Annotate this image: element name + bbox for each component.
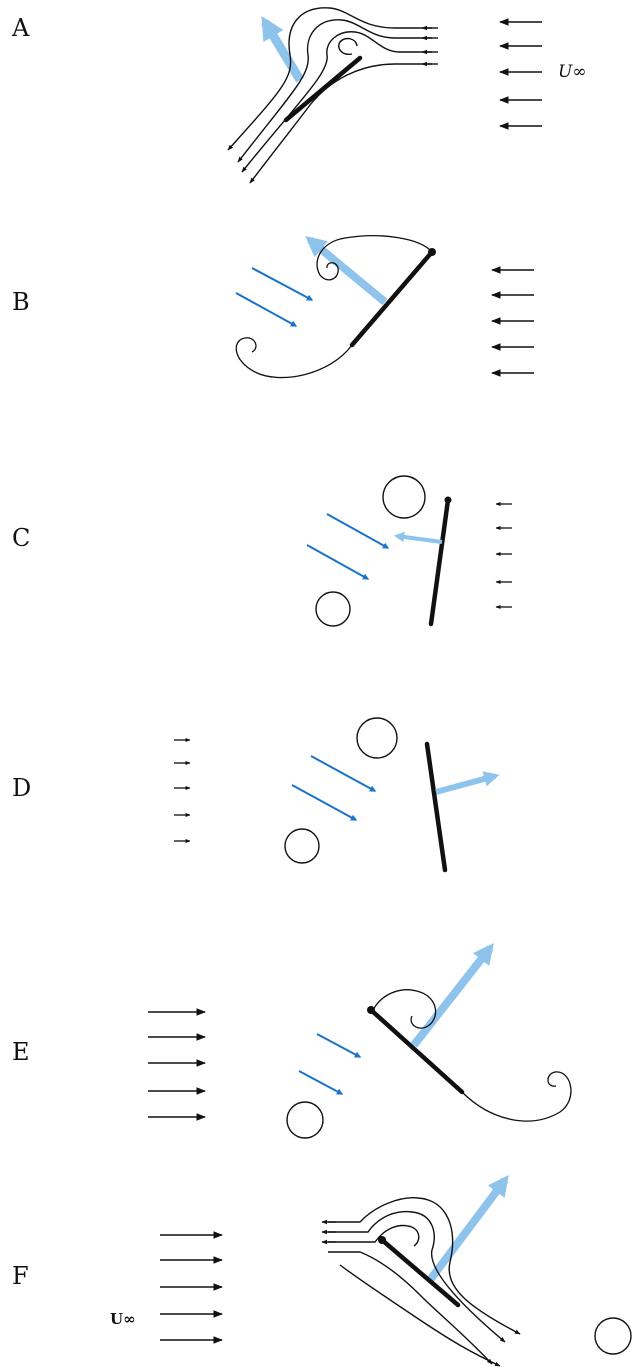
panel-c — [306, 475, 512, 627]
panel-label-d: D — [12, 774, 32, 802]
freestream-label-f: U∞ — [110, 1310, 136, 1328]
vortex-e — [286, 1101, 324, 1139]
vortex-arrows-c — [306, 513, 390, 580]
wing-plate-f — [379, 1237, 461, 1308]
panel-a — [227, 7, 542, 184]
force-arrow-d — [435, 771, 500, 795]
force-arrow-f — [426, 1175, 509, 1283]
streamline-a4 — [249, 63, 432, 184]
streamline-f1 — [328, 1197, 521, 1335]
panel-label-f: F — [12, 1262, 29, 1290]
wing-plate-a — [283, 55, 363, 123]
panel-d — [174, 717, 500, 873]
force-arrow-c — [393, 531, 443, 544]
vortex-f — [594, 1317, 632, 1355]
shear-layer-b-top — [316, 235, 433, 281]
freestream-arrows-c — [495, 501, 512, 610]
force-arrow-b — [305, 236, 388, 306]
panel-b — [235, 235, 534, 379]
vortex-arrows-b — [235, 267, 314, 327]
vortex-c-bottom — [315, 591, 351, 627]
streamline-f5 — [339, 1264, 501, 1367]
wing-plate-e — [368, 1007, 465, 1095]
force-arrow-a — [261, 15, 304, 83]
streamline-f2 — [328, 1210, 506, 1343]
streamline-f3 — [328, 1224, 420, 1247]
panel-label-c: C — [12, 524, 31, 552]
vortex-arrows-d — [291, 755, 377, 821]
streamline-f4 — [328, 1251, 493, 1365]
panel-label-a: A — [12, 14, 30, 42]
wing-plate-d — [424, 741, 448, 873]
wing-plate-c — [428, 497, 451, 627]
vortex-c-top — [382, 475, 426, 519]
freestream-arrows-b — [491, 266, 534, 377]
panel-label-b: B — [12, 288, 30, 316]
vortex-core-a — [338, 37, 358, 56]
streamline-a2 — [237, 19, 432, 163]
force-arrow-e — [410, 943, 494, 1048]
shear-layer-e-bottom — [461, 1071, 572, 1122]
vortex-d-top — [356, 717, 398, 759]
panel-f — [160, 1175, 632, 1367]
freestream-arrows-a — [499, 18, 542, 130]
vortex-arrows-e — [298, 1033, 362, 1095]
freestream-arrows-d — [174, 737, 191, 844]
panel-e — [148, 943, 572, 1139]
freestream-arrows-f — [160, 1231, 223, 1344]
wing-plate-b — [349, 249, 435, 348]
freestream-arrows-e — [148, 1008, 206, 1121]
streamline-a3 — [241, 31, 432, 173]
streamline-a1 — [227, 7, 432, 151]
freestream-label-a: U∞ — [558, 62, 587, 82]
shear-layer-b-bottom — [235, 337, 353, 379]
panel-label-e: E — [12, 1038, 30, 1066]
vortex-d-bottom — [284, 828, 320, 864]
shear-layer-e-top — [371, 989, 437, 1029]
